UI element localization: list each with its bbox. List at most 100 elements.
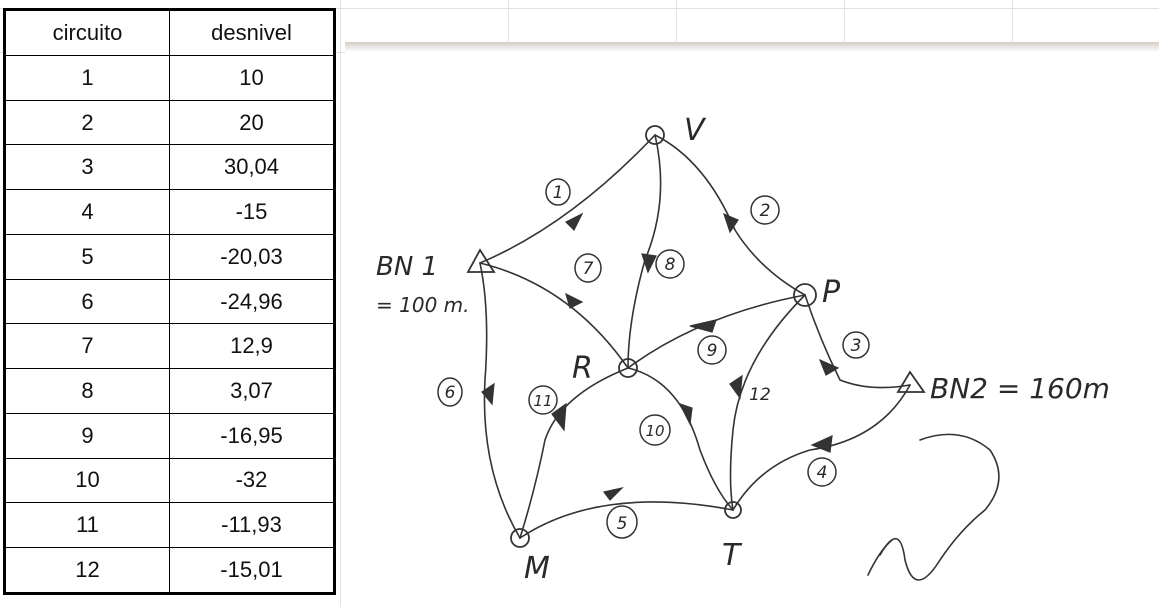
node-label-r: R: [572, 351, 593, 386]
node-label-m: M: [524, 551, 550, 586]
node-label-v: V: [684, 113, 707, 148]
edge-label-12: 12: [749, 385, 771, 405]
benchmark-1-elevation: = 100 m.: [376, 293, 470, 317]
edge-1: [479, 134, 656, 264]
node-label-p: P: [822, 275, 841, 310]
edge-label-9: 9: [707, 341, 718, 361]
cell-circuito[interactable]: 8: [4, 368, 170, 414]
cell-circuito[interactable]: 2: [4, 99, 170, 146]
table-header-row: circuito desnivel: [4, 9, 335, 56]
arrow-3: [818, 358, 840, 376]
arrow-6: [481, 382, 495, 406]
arrow-7: [565, 292, 584, 309]
arrow-4: [810, 435, 833, 453]
edge-5: [519, 501, 734, 539]
edge-11: [519, 367, 629, 539]
cell-circuito[interactable]: 12: [4, 547, 170, 594]
edge-label-ring-4: [807, 457, 837, 487]
table-row: 4-15: [4, 189, 335, 235]
benchmark-2-triangle: [896, 370, 926, 393]
sketch-photo[interactable]: [345, 42, 1159, 607]
edge-8: [627, 134, 662, 369]
edge-label-6: 6: [445, 383, 456, 403]
node-m: [510, 528, 530, 548]
edge-label-11: 11: [533, 392, 552, 410]
cell-desnivel[interactable]: -15,01: [169, 547, 335, 594]
arrow-1: [564, 212, 584, 232]
arrow-9: [689, 319, 717, 333]
grid-row-line: [0, 8, 1159, 9]
edge-label-2: 2: [760, 201, 771, 221]
edge-label-ring-3: [842, 331, 870, 359]
edge-label-ring-1: [545, 178, 571, 206]
edge-label-ring-8: [655, 249, 685, 279]
cell-circuito[interactable]: 1: [4, 55, 170, 101]
edge-label-ring-11: [528, 385, 558, 415]
table-row: 11-11,93: [4, 502, 335, 549]
cell-circuito[interactable]: 3: [4, 144, 170, 191]
cell-desnivel[interactable]: 20: [169, 99, 335, 146]
node-v: [645, 125, 665, 145]
edge-label-ring-7: [574, 253, 602, 283]
cell-desnivel[interactable]: 10: [169, 55, 335, 101]
cell-desnivel[interactable]: -16,95: [169, 412, 335, 459]
edge-label-ring-2: [750, 195, 780, 225]
arrow-8: [641, 253, 657, 274]
header-desnivel[interactable]: desnivel: [169, 9, 335, 56]
edge-12: [729, 294, 806, 511]
edge-3: [804, 294, 911, 389]
cell-desnivel[interactable]: -20,03: [169, 233, 335, 280]
edge-2: [654, 134, 806, 296]
cell-desnivel[interactable]: -11,93: [169, 502, 335, 549]
photo-top-edge: [345, 42, 1159, 52]
node-t: [724, 501, 742, 519]
edge-label-4: 4: [817, 463, 828, 483]
edge-label-8: 8: [665, 255, 676, 275]
arrow-12: [729, 374, 743, 400]
edge-label-ring-5: [606, 505, 638, 539]
edge-4: [732, 384, 911, 511]
edge-label-7: 7: [583, 259, 594, 279]
loop-scribble: [879, 433, 1000, 581]
cell-desnivel[interactable]: 30,04: [169, 144, 335, 191]
edge-label-ring-6: [437, 377, 463, 407]
table-row: 9-16,95: [4, 412, 335, 459]
arrow-2: [723, 212, 739, 234]
node-r: [618, 358, 638, 378]
table-row: 12-15,01: [4, 547, 335, 594]
edge-label-5: 5: [617, 514, 628, 534]
node-p: [793, 283, 817, 307]
edge-6: [479, 262, 521, 539]
edge-10: [627, 367, 734, 511]
arrow-5: [602, 486, 624, 501]
cell-circuito[interactable]: 5: [4, 233, 170, 280]
edge-7: [479, 262, 629, 369]
cell-circuito[interactable]: 9: [4, 412, 170, 459]
edge-label-ring-9: [697, 335, 727, 365]
cell-circuito[interactable]: 4: [4, 189, 170, 235]
table-row: 5-20,03: [4, 233, 335, 280]
arrow-10: [678, 402, 693, 427]
arrow-11: [551, 402, 567, 432]
edge-label-10: 10: [645, 422, 664, 440]
grid-column-line: [340, 0, 341, 607]
cell-desnivel[interactable]: 3,07: [169, 368, 335, 414]
cell-circuito[interactable]: 11: [4, 502, 170, 549]
edge-label-3: 3: [851, 336, 862, 356]
benchmark-2-label: BN2 = 160m: [930, 372, 1110, 405]
edge-label-ring-10: [639, 414, 671, 446]
benchmark-1-name: BN 1: [376, 252, 438, 282]
header-circuito[interactable]: circuito: [4, 9, 170, 56]
node-label-t: T: [722, 538, 743, 573]
scribble-mark: [867, 539, 893, 576]
benchmark-1-triangle: [466, 248, 496, 273]
edge-label-1: 1: [553, 183, 564, 203]
